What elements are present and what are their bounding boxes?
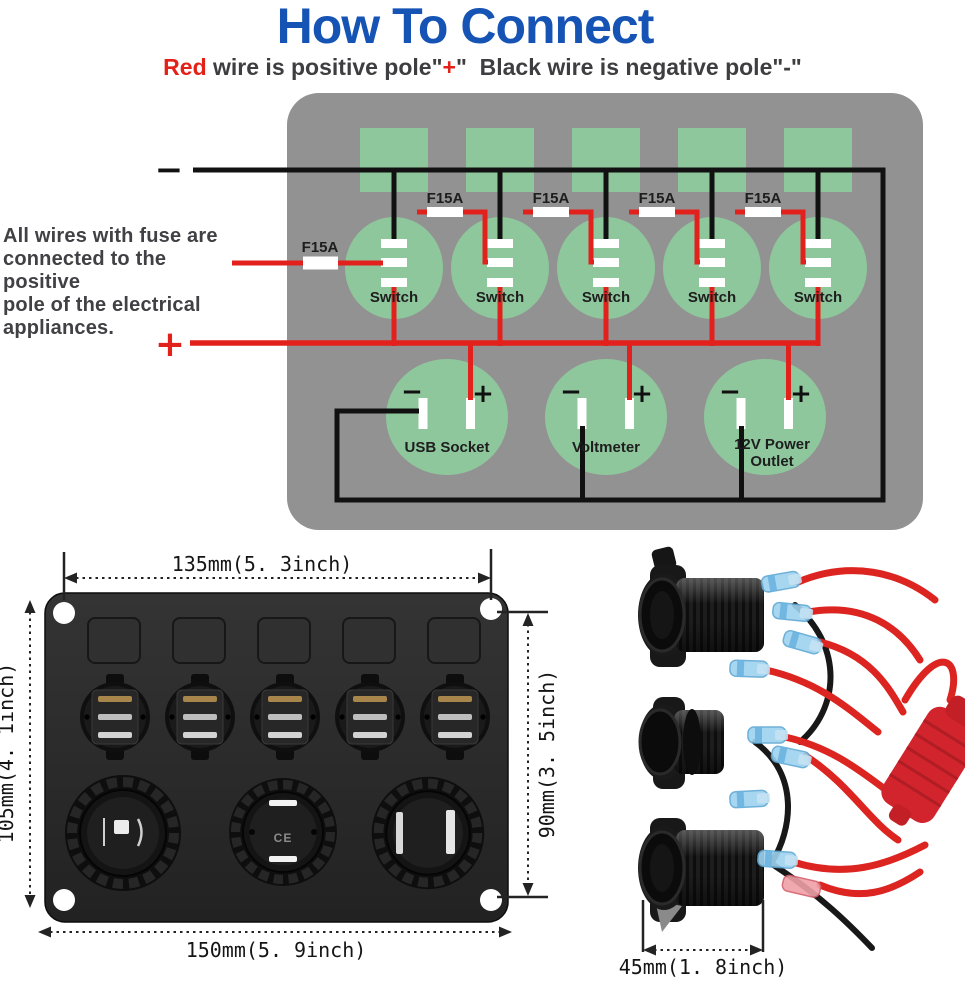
header: How To Connect Red wire is positive pole…	[0, 0, 965, 80]
wiring-diagram: F15A − + USB Socket Voltmeter 12V Power …	[155, 93, 923, 530]
dimension-panel-height: 105mm(4. 1inch)	[0, 600, 36, 908]
screw-holes	[53, 598, 502, 911]
note-line: connected to the positive	[3, 248, 167, 293]
negative-bus-symbol: −	[155, 150, 184, 190]
socket-cylinder-2	[638, 704, 724, 780]
panel-width-label: 150mm(5. 9inch)	[186, 938, 367, 962]
subtitle-plus-sign: +	[442, 54, 456, 80]
voltmeter-device	[545, 359, 667, 475]
fuse-label: F15A	[302, 239, 339, 256]
hole-spacing-label: 90mm(3. 5inch)	[535, 670, 559, 839]
usb-socket-device	[386, 359, 508, 475]
crimp-connector-red	[781, 874, 822, 898]
subtitle: Red wire is positive pole"+" Black wire …	[0, 54, 965, 80]
negative-bus-wire	[193, 167, 886, 503]
product-panel: CE	[44, 592, 509, 923]
socket-diameter-label: 45mm(1. 8inch)	[619, 955, 788, 979]
ce-mark: CE	[274, 831, 293, 845]
wiring-note: All wires with fuse are connected to the…	[3, 225, 239, 340]
fuse-1: F15A	[232, 239, 383, 270]
usb-socket-back	[65, 775, 181, 891]
socket-cylinder-1	[638, 573, 764, 657]
mount-width-label: 135mm(5. 3inch)	[172, 552, 353, 576]
subtitle-mid: wire is positive pole"	[206, 54, 443, 80]
usb-socket-label: USB Socket	[404, 439, 489, 456]
panel-height-label: 105mm(4. 1inch)	[0, 663, 18, 844]
side-view-photo: 45mm(1. 8inch)	[619, 546, 965, 979]
power-outlet-label-line1: 12V Power	[734, 436, 810, 453]
dimension-mount-width: 135mm(5. 3inch)	[62, 549, 493, 600]
note-line: pole of the electrical	[3, 294, 201, 316]
dimension-hole-spacing: 90mm(3. 5inch)	[497, 610, 559, 899]
inline-fuse-holder	[881, 695, 965, 826]
note-line: appliances.	[3, 317, 115, 339]
power-outlet-back	[372, 777, 485, 890]
dimension-socket-diameter: 45mm(1. 8inch)	[619, 900, 788, 979]
power-outlet-label-line2: Outlet	[750, 453, 793, 470]
note-line: All wires with fuse are	[3, 225, 218, 247]
rocker-switch-cutouts	[87, 617, 481, 664]
subtitle-red-word: Red	[163, 54, 207, 80]
positive-bus-symbol: +	[155, 324, 185, 365]
subtitle-tail: " Black wire is negative pole"-"	[455, 54, 802, 80]
socket-cylinder-3	[638, 826, 764, 910]
page-title: How To Connect	[276, 0, 655, 54]
voltmeter-label: Voltmeter	[572, 439, 640, 456]
crimp-connectors	[728, 569, 826, 898]
voltmeter-back: CE	[229, 778, 337, 886]
dimension-panel-width: 150mm(5. 9inch)	[38, 926, 512, 962]
